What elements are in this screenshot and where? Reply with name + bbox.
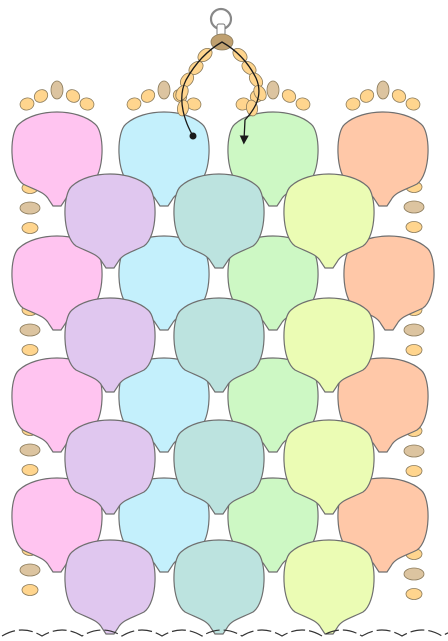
bead bbox=[406, 589, 422, 600]
bead bbox=[345, 96, 362, 111]
bead bbox=[22, 465, 38, 476]
bead bbox=[126, 96, 143, 111]
bead bbox=[404, 445, 424, 457]
scale-petals bbox=[12, 112, 434, 634]
bead bbox=[158, 81, 170, 99]
bead bbox=[79, 96, 96, 111]
bead bbox=[20, 444, 40, 456]
bead bbox=[20, 564, 40, 576]
bead bbox=[22, 585, 38, 596]
petal-teal bbox=[174, 540, 264, 634]
bead bbox=[406, 466, 422, 477]
bead bbox=[405, 96, 422, 111]
bead bbox=[22, 345, 38, 356]
bead bbox=[20, 324, 40, 336]
bead bbox=[404, 568, 424, 580]
bead bbox=[390, 87, 408, 105]
bead bbox=[358, 87, 376, 105]
bead bbox=[19, 96, 36, 111]
bead bbox=[267, 81, 279, 99]
bead bbox=[404, 201, 424, 213]
bead bbox=[295, 96, 312, 111]
bead bbox=[22, 223, 38, 234]
bead bbox=[377, 81, 389, 99]
bead bbox=[64, 87, 82, 105]
bead bbox=[280, 87, 298, 105]
bead bbox=[20, 202, 40, 214]
bead bbox=[406, 345, 422, 356]
petal-lavender bbox=[65, 540, 155, 634]
thread-start-dot-icon bbox=[190, 133, 197, 140]
bead bbox=[406, 222, 422, 233]
petal-lime bbox=[284, 540, 374, 634]
bead bbox=[139, 87, 157, 105]
bead bbox=[32, 87, 50, 105]
bead bbox=[404, 324, 424, 336]
bead bbox=[51, 81, 63, 99]
